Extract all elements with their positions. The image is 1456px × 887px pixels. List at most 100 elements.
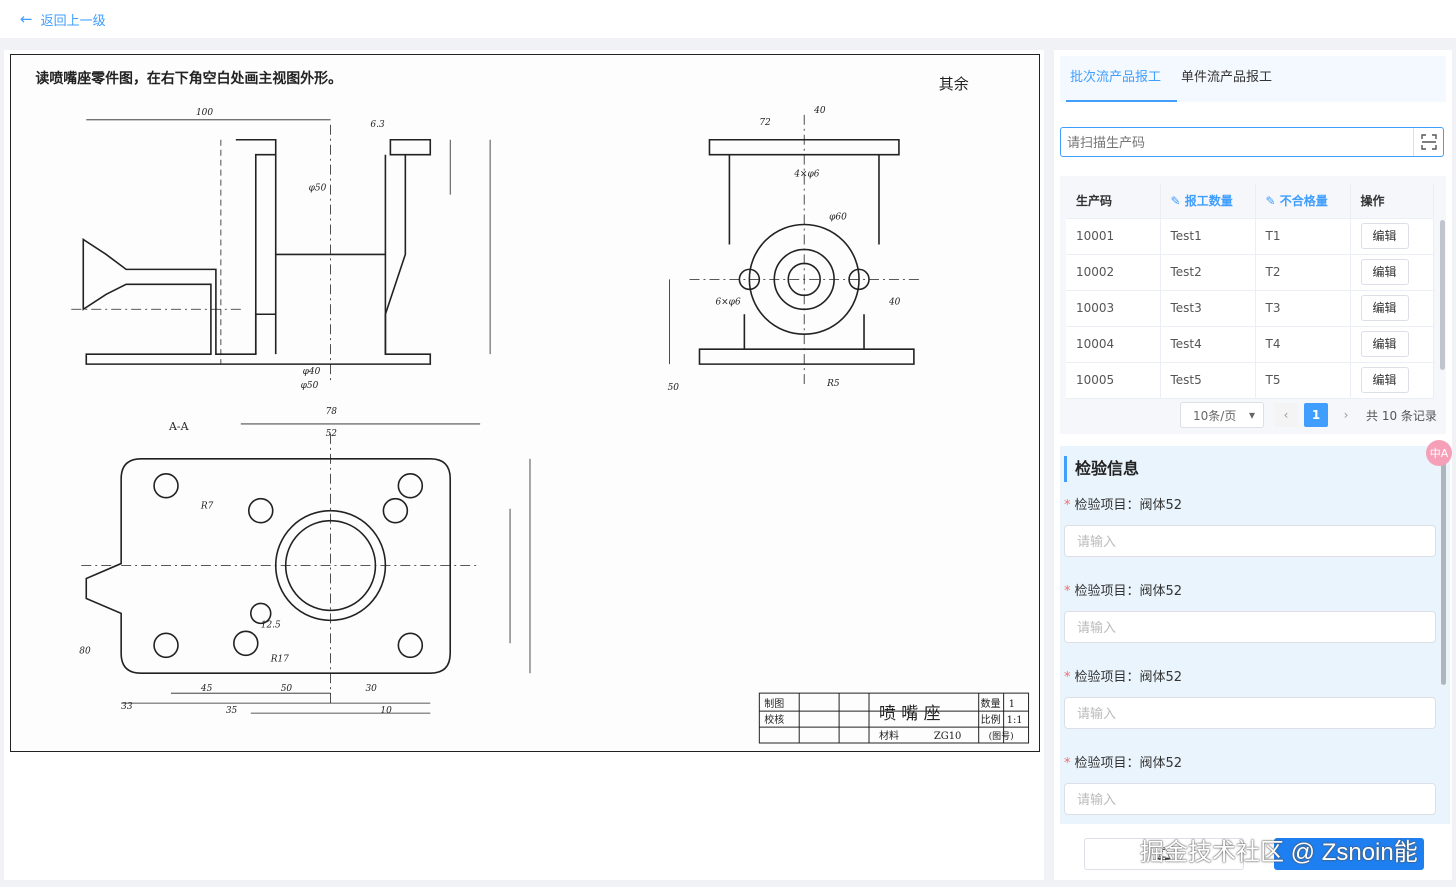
panel-scrollbar[interactable]	[1441, 450, 1446, 685]
required-mark: *	[1064, 498, 1071, 513]
inspection-title: 检验信息	[1064, 456, 1139, 482]
cell-ops: 编辑	[1350, 362, 1434, 399]
translate-badge[interactable]: 中A	[1426, 440, 1452, 466]
dim-text: 33	[121, 702, 133, 712]
footer-primary-button[interactable]	[1274, 838, 1424, 870]
scan-button[interactable]	[1413, 128, 1443, 156]
report-panel: 批次流产品报工 单件流产品报工 生产码 ✎ 报工数量 ✎ 不合格量 操作 100…	[1054, 50, 1452, 880]
cell-ng: T3	[1255, 290, 1351, 327]
cell-ops: 编辑	[1350, 218, 1434, 255]
next-page-button[interactable]: ›	[1334, 403, 1358, 427]
inspection-label-text: 检验项目：阀体52	[1074, 584, 1183, 599]
inspection-label: *检验项目：阀体52	[1064, 754, 1436, 774]
footer-secondary-button[interactable]: 🔔︎	[1084, 838, 1244, 870]
required-mark: *	[1064, 670, 1071, 685]
dim-text: 50	[668, 383, 680, 393]
dim-text: 45	[200, 684, 213, 694]
report-tabs: 批次流产品报工 单件流产品报工	[1060, 56, 1446, 102]
col-ops: 操作	[1350, 184, 1434, 219]
dim-text: 6×φ6	[715, 297, 741, 307]
scan-field	[1060, 127, 1444, 157]
inspection-input[interactable]	[1064, 611, 1436, 643]
dim-text: 40	[813, 106, 826, 116]
chevron-left-icon: ‹	[1283, 408, 1289, 422]
qty-value: 1	[1009, 699, 1015, 710]
edit-icon: ✎	[1265, 194, 1280, 209]
dim-text: R17	[270, 654, 289, 664]
section-label: A-A	[168, 420, 190, 433]
inspection-input[interactable]	[1064, 525, 1436, 557]
scale-value: 1:1	[1007, 715, 1023, 726]
dim-text: φ40	[303, 367, 321, 377]
drawing-no: (图号)	[989, 731, 1014, 742]
watermark: 掘金技术社区 @ Zsnoin能	[1140, 839, 1418, 866]
cell-code: 10001	[1066, 218, 1161, 255]
inspection-input[interactable]	[1064, 697, 1436, 729]
total-records: 共 10 条记录	[1366, 408, 1437, 423]
edit-button[interactable]: 编辑	[1360, 295, 1409, 321]
required-mark: *	[1064, 584, 1071, 599]
inspection-item: *检验项目：阀体52	[1064, 582, 1436, 643]
dim-text: R7	[200, 502, 214, 512]
page-size-value: 10条/页	[1193, 408, 1237, 423]
inspection-label: *检验项目：阀体52	[1064, 582, 1436, 602]
dim-text: φ60	[829, 213, 847, 223]
engineering-drawing: 读喷嘴座零件图，在右下角空白处画主视图外形。 其余 A-A 喷 嘴 座 制图 校…	[10, 54, 1040, 752]
drawn-label: 制图	[764, 697, 784, 710]
cell-code: 10005	[1066, 362, 1161, 399]
required-mark: *	[1064, 756, 1071, 771]
inspection-label-text: 检验项目：阀体52	[1074, 756, 1183, 771]
material-label: 材料	[879, 729, 899, 742]
edit-button[interactable]: 编辑	[1360, 259, 1409, 285]
tab-single-report[interactable]: 单件流产品报工	[1181, 70, 1273, 85]
inspection-label-text: 检验项目：阀体52	[1074, 498, 1183, 513]
dim-text: 78	[326, 407, 338, 417]
dim-text: 40	[888, 297, 901, 307]
inspection-section: 检验信息 *检验项目：阀体52 *检验项目：阀体52 *检验项目：阀体52 *检…	[1060, 446, 1450, 824]
page-number[interactable]: 1	[1304, 403, 1328, 427]
top-bar: ← 返回上一级	[0, 0, 1456, 38]
dim-text: 30	[365, 684, 377, 694]
inspection-input[interactable]	[1064, 783, 1436, 815]
bell-icon: 🔔︎	[1155, 846, 1173, 862]
dim-text: 72	[759, 118, 771, 128]
cell-report: Test1	[1160, 218, 1256, 255]
cell-report: Test5	[1160, 362, 1256, 399]
table-scrollbar[interactable]	[1440, 220, 1445, 370]
chevron-right-icon: ›	[1343, 408, 1349, 422]
col-code: 生产码	[1066, 184, 1161, 219]
cell-ops: 编辑	[1350, 290, 1434, 327]
cell-report: Test2	[1160, 254, 1256, 291]
col-ng-qty-label: 不合格量	[1279, 194, 1328, 209]
dim-text: 80	[79, 646, 91, 656]
edit-button[interactable]: 编辑	[1360, 331, 1409, 357]
col-report-qty[interactable]: ✎ 报工数量	[1160, 184, 1256, 219]
edit-button[interactable]: 编辑	[1360, 223, 1409, 249]
cell-report: Test3	[1160, 290, 1256, 327]
back-link[interactable]: 返回上一级	[40, 13, 106, 29]
tab-batch-report[interactable]: 批次流产品报工	[1066, 56, 1178, 102]
dim-text: 52	[326, 429, 338, 439]
dim-text: 50	[281, 684, 293, 694]
drawing-instruction: 读喷嘴座零件图，在右下角空白处画主视图外形。	[35, 70, 342, 87]
col-report-qty-label: 报工数量	[1184, 194, 1233, 209]
cell-ng: T1	[1255, 218, 1351, 255]
pagination: 10条/页 ▾ ‹ 1 › 共 10 条记录	[1180, 402, 1437, 428]
dim-text: 35	[226, 706, 238, 716]
cell-ng: T4	[1255, 326, 1351, 363]
scale-label: 比例	[981, 713, 1001, 726]
page-size-select[interactable]: 10条/页 ▾	[1180, 402, 1264, 428]
scan-input[interactable]	[1061, 128, 1413, 156]
edit-icon: ✎	[1170, 194, 1185, 209]
back-arrow-icon[interactable]: ←	[20, 9, 33, 28]
table-row: 10005 Test5 T5 编辑	[1066, 362, 1434, 399]
dim-text: 4×φ6	[793, 170, 820, 180]
chevron-down-icon: ▾	[1248, 408, 1255, 422]
inspection-label: *检验项目：阀体52	[1064, 496, 1436, 516]
prev-page-button[interactable]: ‹	[1274, 403, 1298, 427]
cell-report: Test4	[1160, 326, 1256, 363]
production-table: 生产码 ✎ 报工数量 ✎ 不合格量 操作 10001 Test1 T1 编辑 1…	[1060, 176, 1446, 434]
edit-button[interactable]: 编辑	[1360, 367, 1409, 393]
table-row: 10004 Test4 T4 编辑	[1066, 326, 1434, 363]
col-ng-qty[interactable]: ✎ 不合格量	[1255, 184, 1351, 219]
